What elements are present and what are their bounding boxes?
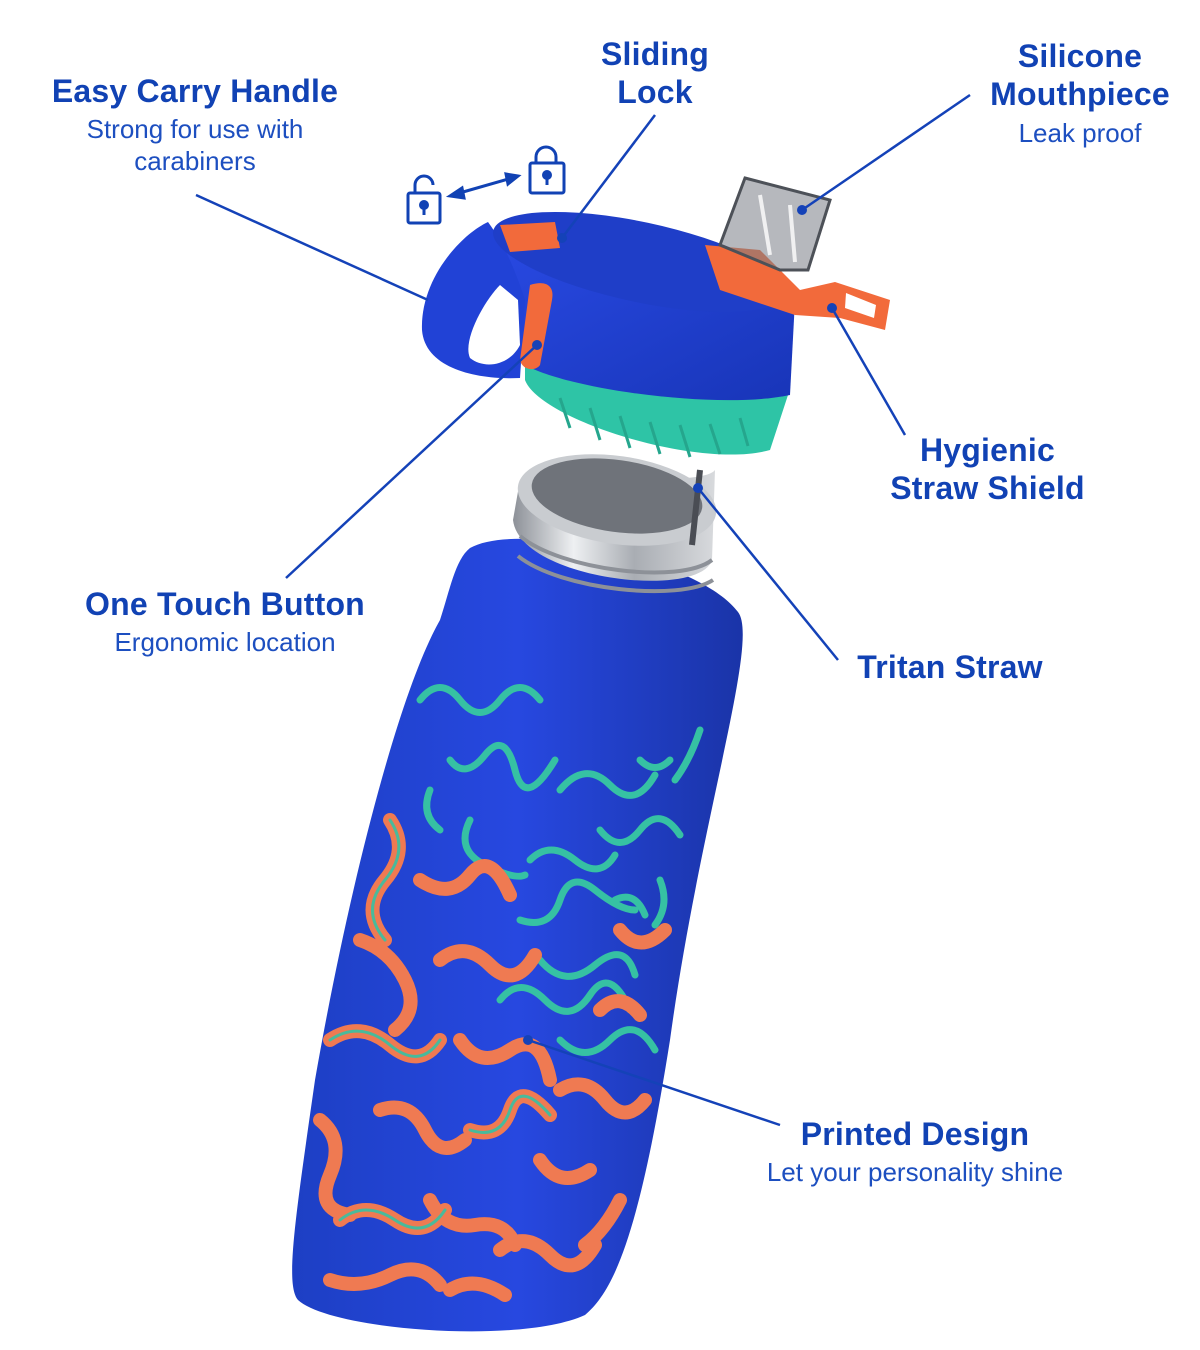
tritan-straw (689, 469, 703, 546)
bottle-body (292, 538, 743, 1332)
leader-carry (195, 193, 429, 302)
callout-title: Tritan Straw (857, 649, 1043, 685)
callout-printed-design: Printed Design Let your personality shin… (730, 1115, 1100, 1189)
callout-tritan-straw: Tritan Straw (840, 648, 1060, 686)
title-line: Sliding (600, 36, 710, 72)
callout-title: Easy Carry Handle (51, 73, 339, 109)
title-line: Mouthpiece (990, 76, 1170, 113)
callout-silicone-mouthpiece: Silicone Mouthpiece Leak proof (965, 37, 1195, 149)
leader-shield (830, 307, 907, 436)
subtitle-line: Strong for use with (86, 114, 304, 145)
title-line: Silicone (1017, 38, 1143, 74)
leader-lines (195, 93, 971, 1127)
callout-straw-shield: Hygienic Straw Shield (870, 431, 1105, 508)
lock-closed-icon (528, 145, 566, 195)
callout-subtitle: Leak proof (1018, 117, 1142, 148)
leader-lock (561, 114, 656, 239)
leader-dots (523, 205, 837, 1045)
callout-sliding-lock: Sliding Lock (575, 35, 735, 112)
leader-mouthpiece (801, 93, 971, 212)
title-line: Lock (617, 74, 693, 111)
title-line: Straw Shield (890, 470, 1085, 507)
callout-subtitle: Ergonomic location (114, 627, 336, 658)
lid (421, 176, 890, 458)
callout-title: Printed Design (800, 1116, 1030, 1152)
callout-carry-handle: Easy Carry Handle Strong for use with ca… (30, 72, 360, 177)
callout-title: One Touch Button (85, 586, 365, 622)
steel-neck (513, 454, 717, 594)
leader-straw (697, 487, 839, 661)
callout-subtitle: Let your personality shine (766, 1157, 1064, 1188)
subtitle-line: carabiners (134, 145, 256, 176)
leader-button (285, 344, 538, 579)
double-arrow-icon (445, 172, 522, 200)
callout-one-touch-button: One Touch Button Ergonomic location (60, 585, 390, 659)
title-line: Hygienic (920, 432, 1055, 468)
callout-subtitle: Strong for use with carabiners (30, 114, 360, 176)
callout-title: Sliding Lock (575, 35, 735, 112)
printed-pattern (313, 684, 704, 1302)
lock-open-icon (406, 174, 442, 225)
callout-title: Hygienic Straw Shield (870, 431, 1105, 508)
callout-title: Silicone Mouthpiece (965, 37, 1195, 114)
leader-design (527, 1038, 781, 1127)
